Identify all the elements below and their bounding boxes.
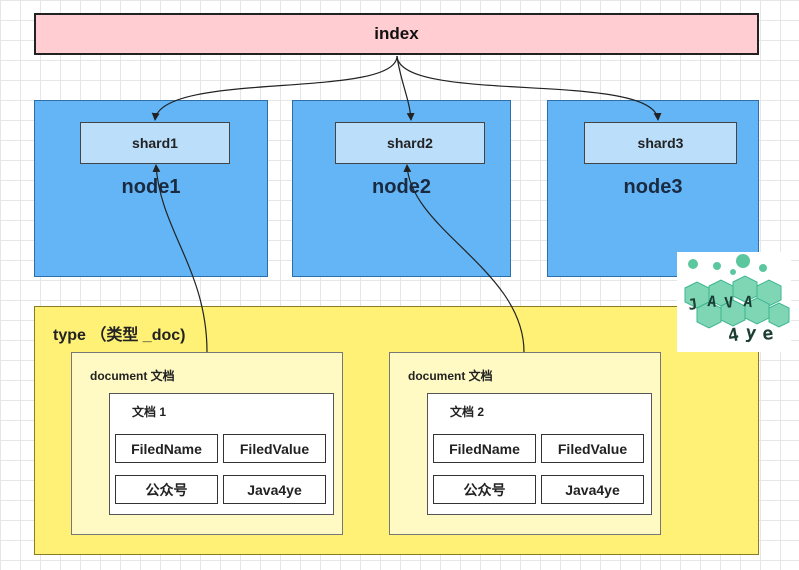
document-2: document 文档 文档 2 FiledName FiledValue 公众… [389,352,661,535]
type-label: type （类型 _doc) [53,327,186,344]
document-1-label: document 文档 [90,369,175,383]
node-3: shard3 node3 [547,100,759,277]
document-1-title: 文档 1 [132,405,167,419]
shard-1: shard1 [80,122,230,164]
document-2-name-cell: 公众号 [433,475,536,504]
node-2-label: node2 [372,176,431,198]
shard-1-label: shard1 [132,135,178,151]
shard-2: shard2 [335,122,485,164]
document-1-name-cell: 公众号 [115,475,218,504]
java4ye-logo-icon: J A V A 4 y e [684,254,790,347]
document-1-value-cell: Java4ye [223,475,326,504]
node-1-label: node1 [121,176,181,198]
document-2-label: document 文档 [408,369,493,383]
document-1-inner: 文档 1 FiledName FiledValue 公众号 Java4ye [109,393,334,515]
document-1: document 文档 文档 1 FiledName FiledValue 公众… [71,352,343,535]
document-2-field-value: FiledValue [541,434,644,463]
svg-text:y: y [744,322,757,344]
document-2-field-name: FiledName [433,434,536,463]
index-label: index [374,24,419,43]
document-1-field-name: FiledName [115,434,218,463]
type-area: type （类型 _doc) document 文档 文档 1 FiledNam… [34,306,759,555]
node-2: shard2 node2 [292,100,511,277]
document-1-field-value: FiledValue [223,434,326,463]
java4ye-logo: J A V A 4 y e [677,252,791,352]
node-3-label: node3 [623,176,683,198]
svg-text:A: A [742,292,753,311]
document-2-title: 文档 2 [450,405,485,419]
document-2-inner: 文档 2 FiledName FiledValue 公众号 Java4ye [427,393,652,515]
node-1: shard1 node1 [34,100,268,277]
svg-text:A: A [707,292,718,311]
document-2-value-cell: Java4ye [541,475,644,504]
index-bar: index [34,13,759,55]
shard-3: shard3 [584,122,737,164]
svg-text:J: J [687,295,698,314]
shard-3-label: shard3 [637,135,684,151]
shard-2-label: shard2 [387,135,433,151]
svg-text:e: e [761,323,774,345]
svg-text:4: 4 [726,324,740,347]
svg-text:V: V [724,293,735,312]
